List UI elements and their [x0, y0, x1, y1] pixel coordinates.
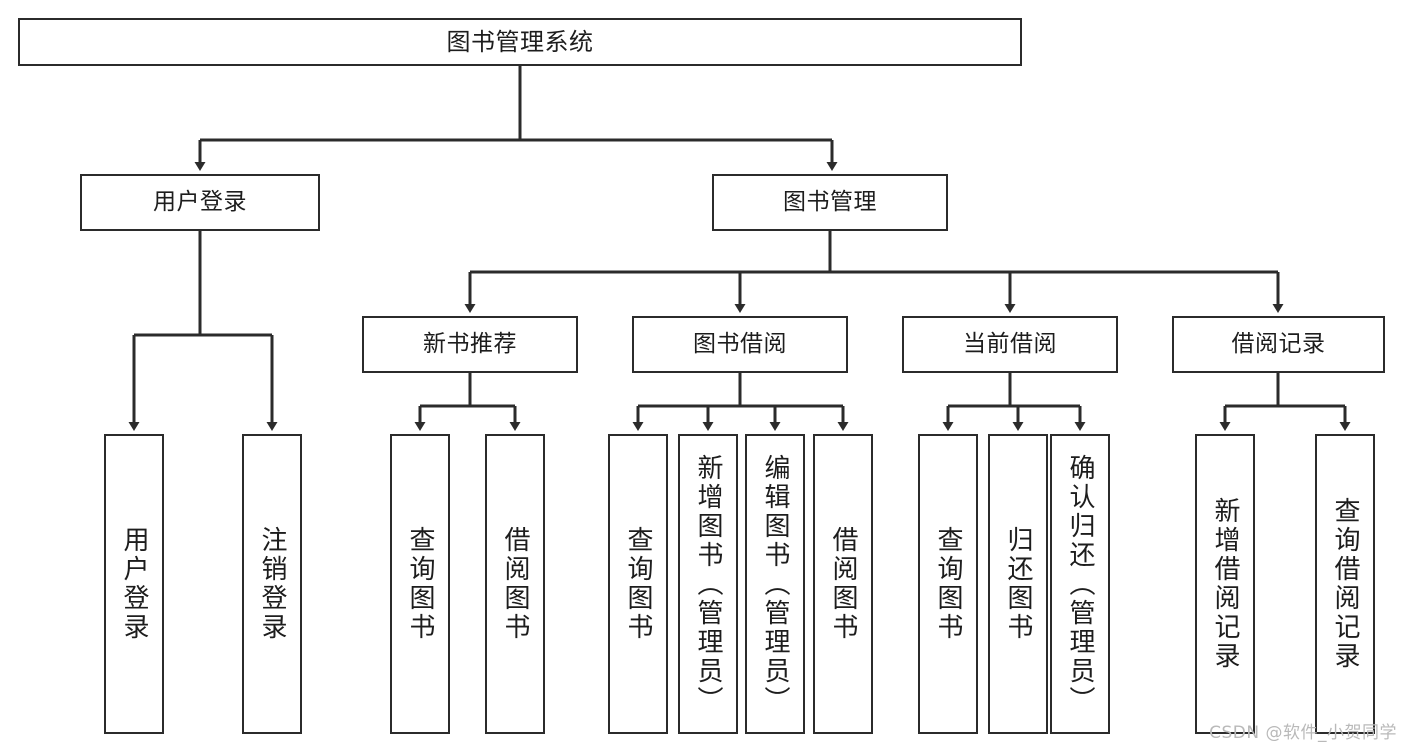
node-label: 新增借阅记录 [1210, 497, 1240, 671]
node-book-borrowing[interactable]: 图书借阅 [632, 316, 848, 373]
node-label: 图书管理 [783, 188, 877, 215]
node-user-login[interactable]: 用户登录 [80, 174, 320, 231]
leaf-confirm-return-admin[interactable]: 确认归还（管理员） [1050, 434, 1110, 734]
node-label: 查询图书 [405, 526, 435, 642]
leaf-add-borrowing-record[interactable]: 新增借阅记录 [1195, 434, 1255, 734]
leaf-return-book[interactable]: 归还图书 [988, 434, 1048, 734]
node-label: 新书推荐 [423, 330, 517, 357]
node-label: 借阅图书 [500, 526, 530, 642]
node-borrowing-record[interactable]: 借阅记录 [1172, 316, 1385, 373]
node-label: 用户登录 [119, 526, 149, 642]
leaf-logout[interactable]: 注销登录 [242, 434, 302, 734]
node-label: 查询借阅记录 [1330, 497, 1360, 671]
node-new-book-recommendation[interactable]: 新书推荐 [362, 316, 578, 373]
node-label: 新增图书（管理员） [693, 453, 723, 715]
node-label: 注销登录 [257, 526, 287, 642]
node-label: 归还图书 [1003, 526, 1033, 642]
node-current-borrowing[interactable]: 当前借阅 [902, 316, 1118, 373]
node-book-management[interactable]: 图书管理 [712, 174, 948, 231]
node-label: 编辑图书（管理员） [760, 453, 790, 715]
leaf-borrow-book-1[interactable]: 借阅图书 [485, 434, 545, 734]
node-label: 确认归还（管理员） [1065, 453, 1095, 715]
leaf-query-book-2[interactable]: 查询图书 [608, 434, 668, 734]
node-label: 借阅记录 [1231, 330, 1326, 357]
leaf-edit-book-admin[interactable]: 编辑图书（管理员） [745, 434, 805, 734]
leaf-borrow-book-2[interactable]: 借阅图书 [813, 434, 873, 734]
node-label: 图书管理系统 [446, 27, 594, 56]
csdn-watermark: CSDN @软件_小贺同学 [1209, 723, 1397, 743]
leaf-add-book-admin[interactable]: 新增图书（管理员） [678, 434, 738, 734]
node-label: 查询图书 [933, 526, 963, 642]
node-label: 用户登录 [153, 188, 247, 215]
node-label: 当前借阅 [963, 330, 1057, 357]
leaf-query-book-1[interactable]: 查询图书 [390, 434, 450, 734]
leaf-query-book-3[interactable]: 查询图书 [918, 434, 978, 734]
node-label: 图书借阅 [693, 330, 787, 357]
node-label: 查询图书 [623, 526, 653, 642]
node-book-management-system[interactable]: 图书管理系统 [18, 18, 1022, 66]
leaf-query-borrowing-record[interactable]: 查询借阅记录 [1315, 434, 1375, 734]
leaf-user-login[interactable]: 用户登录 [104, 434, 164, 734]
node-label: 借阅图书 [828, 526, 858, 642]
